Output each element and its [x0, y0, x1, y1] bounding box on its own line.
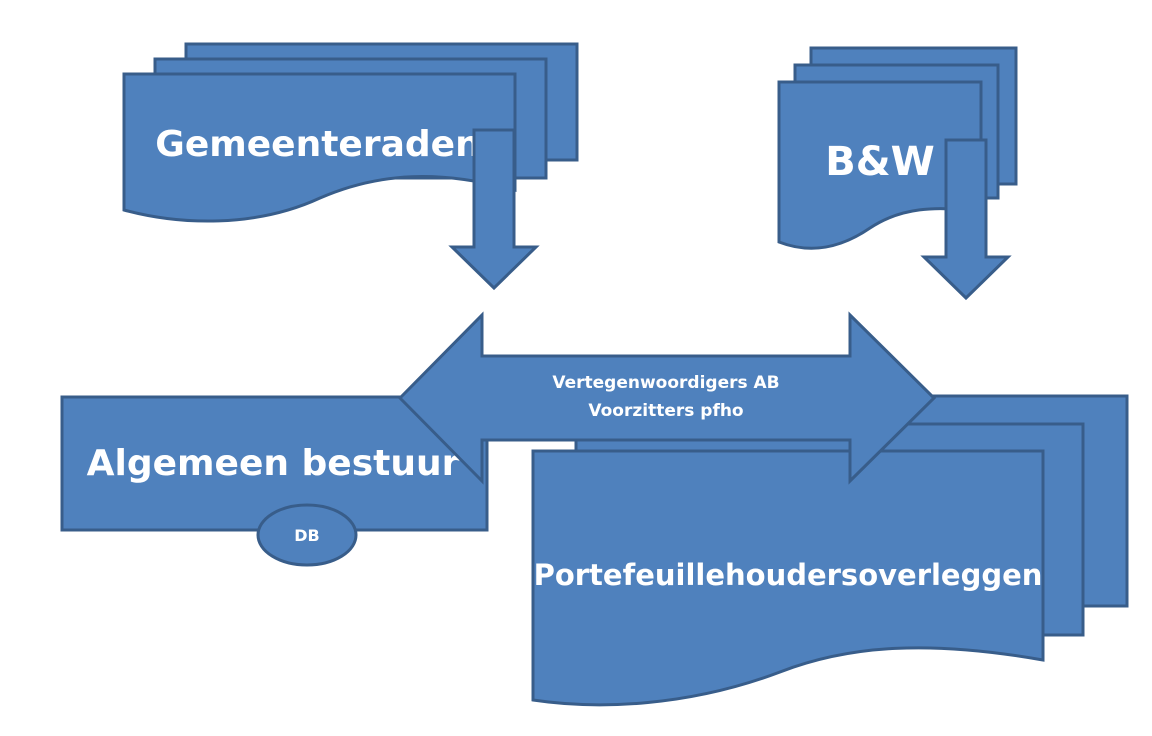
gemeenteraden-label: Gemeenteraden: [155, 124, 480, 165]
algemeen-bestuur-box: [60, 395, 489, 532]
gemeenteraden-document-stack: [122, 42, 579, 223]
bw-label: B&W: [825, 139, 935, 185]
double-arrow: [397, 311, 937, 485]
double-arrow-line2: Voorzitters pfho: [588, 401, 743, 421]
bw-down-arrow: [920, 138, 1012, 301]
portefeuille-label: Portefeuillehoudersoverleggen: [534, 558, 1043, 592]
gemeenteraden-doc-front: [122, 72, 517, 223]
portefeuille-document-stack: [531, 394, 1129, 707]
double-arrow-line1: Vertegenwoordigers AB: [552, 373, 779, 393]
db-label: DB: [294, 526, 319, 545]
portefeuille-doc-front: [531, 449, 1045, 707]
algemeen-bestuur-label: Algemeen bestuur: [87, 443, 460, 484]
gemeenteraden-down-arrow: [448, 128, 540, 291]
db-ellipse: [256, 503, 358, 567]
